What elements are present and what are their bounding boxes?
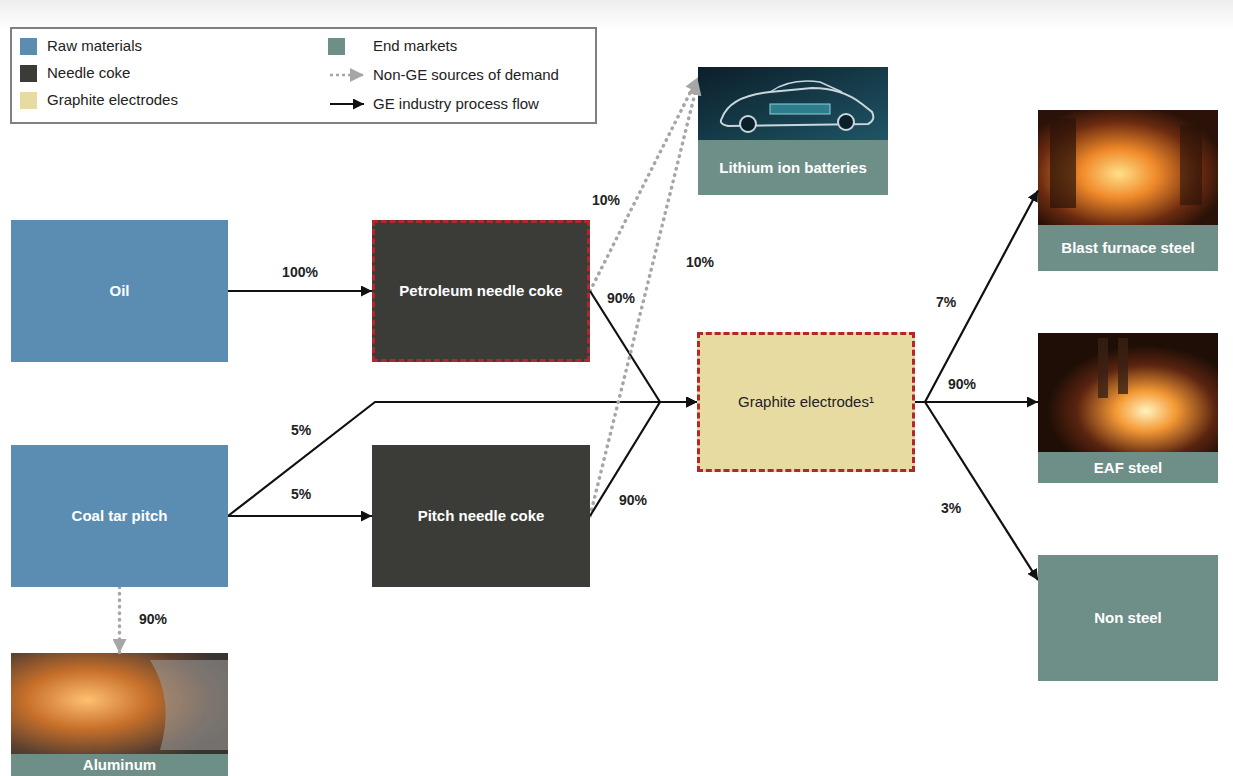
flow-connector: [915, 191, 1038, 403]
legend-label: GE industry process flow: [373, 95, 539, 113]
node-label: Blast furnace steel: [1061, 239, 1194, 257]
legend-label: Non-GE sources of demand: [373, 66, 559, 84]
flow-connector: [228, 515, 372, 517]
percent-label: 90%: [137, 611, 169, 628]
legend-swatch: [20, 92, 37, 109]
end-market-box: Lithium ion batteries: [698, 67, 888, 195]
legend-samples: [330, 75, 364, 104]
end-market-box: Aluminum: [11, 653, 228, 776]
node-label: Aluminum: [83, 756, 156, 774]
node-label: Coal tar pitch: [72, 507, 168, 525]
percent-label: 5%: [289, 422, 313, 439]
dotted-connector: [590, 81, 698, 516]
legend-swatch: [328, 38, 345, 55]
eaf-picture: [1038, 333, 1218, 453]
needle-coke-box: Pitch needle coke: [372, 445, 590, 587]
flow-connector: [915, 402, 1038, 580]
label-strip: Blast furnace steel: [1038, 225, 1218, 271]
node-label: Graphite electrodes¹: [738, 393, 874, 411]
raw-material-box: Coal tar pitch: [11, 445, 228, 587]
percent-label: 90%: [605, 290, 637, 307]
blast-furnace-picture: [1038, 110, 1218, 226]
raw-material-box: Oil: [11, 220, 228, 362]
legend-swatch: [20, 65, 37, 82]
end-market-box: Non steel: [1038, 555, 1218, 681]
node-label: Oil: [109, 282, 129, 300]
label-strip: EAF steel: [1038, 452, 1218, 483]
flow-connector: [915, 401, 1038, 403]
car-picture: [698, 67, 888, 141]
node-label: Non steel: [1094, 609, 1162, 627]
needle-coke-box: Petroleum needle coke: [372, 220, 590, 362]
legend-label: End markets: [373, 37, 457, 55]
node-label: Pitch needle coke: [418, 507, 545, 525]
node-label: Lithium ion batteries: [719, 159, 867, 177]
aluminum-picture: [11, 653, 228, 757]
flow-connector: [590, 402, 697, 516]
percent-label: 10%: [590, 192, 622, 209]
percent-label: 5%: [289, 486, 313, 503]
percent-label: 7%: [934, 294, 958, 311]
percent-label: 3%: [939, 500, 963, 517]
label-strip: Lithium ion batteries: [698, 140, 888, 195]
percent-label: 100%: [280, 264, 320, 281]
percent-label: 10%: [684, 254, 716, 271]
flow-connector: [228, 290, 372, 292]
graphite-electrode-box: Graphite electrodes¹: [697, 332, 915, 472]
node-label: EAF steel: [1094, 459, 1162, 477]
end-market-box: Blast furnace steel: [1038, 110, 1218, 271]
dotted-connector: [118, 587, 122, 653]
legend-swatch: [20, 38, 37, 55]
percent-label: 90%: [946, 376, 978, 393]
percent-label: 90%: [617, 492, 649, 509]
end-market-box: EAF steel: [1038, 333, 1218, 483]
legend-label: Graphite electrodes: [47, 91, 178, 109]
label-strip: Aluminum: [11, 754, 228, 776]
node-label: Petroleum needle coke: [399, 282, 562, 300]
legend-label: Needle coke: [47, 64, 130, 82]
legend-label: Raw materials: [47, 37, 142, 55]
dotted-connector: [590, 77, 698, 291]
